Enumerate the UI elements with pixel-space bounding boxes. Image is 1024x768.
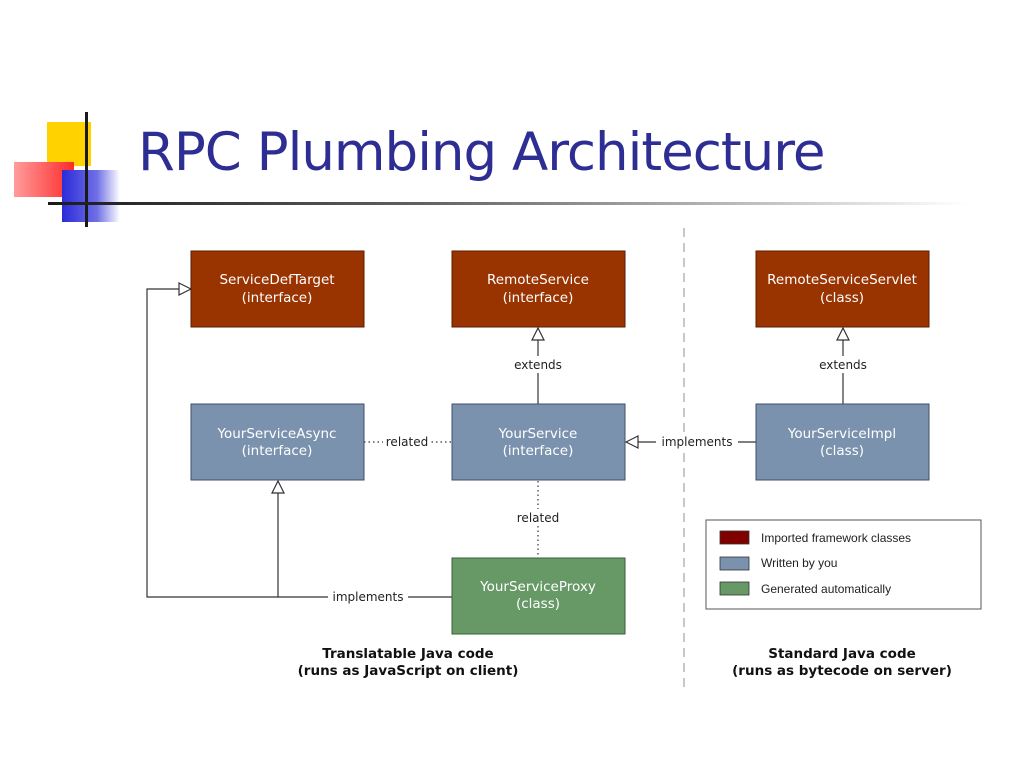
node-name: YourServiceProxy <box>479 579 596 595</box>
node-yourserviceasync: YourServiceAsync (interface) <box>190 403 365 481</box>
client-caption-line2: (runs as JavaScript on client) <box>298 663 519 679</box>
title-deco-vertical-line <box>85 112 88 227</box>
title-underline <box>48 202 968 205</box>
edge-label-implements-async: implements <box>333 590 404 604</box>
slide-title: RPC Plumbing Architecture <box>138 122 825 183</box>
node-name: RemoteServiceServlet <box>767 272 917 288</box>
server-caption-line2: (runs as bytecode on server) <box>732 663 952 679</box>
client-caption-line1: Translatable Java code <box>322 646 493 662</box>
node-servicedeftarget: ServiceDefTarget (interface) <box>190 250 365 328</box>
node-kind: (class) <box>516 596 560 612</box>
node-name: ServiceDefTarget <box>219 272 334 288</box>
node-name: YourServiceImpl <box>787 426 896 442</box>
node-kind: (interface) <box>503 290 574 306</box>
edge-label-extends-left: extends <box>514 358 562 372</box>
legend-swatch <box>719 581 750 596</box>
node-kind: (interface) <box>503 443 574 459</box>
legend-label: Generated automatically <box>761 582 891 596</box>
legend: Imported framework classes Written by yo… <box>705 519 982 610</box>
node-remoteservice: RemoteService (interface) <box>451 250 626 328</box>
node-yourserviceimpl: YourServiceImpl (class) <box>755 403 930 481</box>
node-name: YourServiceAsync <box>217 426 337 442</box>
edge-label-related-horizontal: related <box>386 435 428 449</box>
node-yourserviceproxy: YourServiceProxy (class) <box>451 557 626 635</box>
legend-swatch <box>719 556 750 571</box>
legend-item-generated: Generated automatically <box>719 581 891 596</box>
edge-label-extends-right: extends <box>819 358 867 372</box>
title-deco-blue-square <box>62 170 120 222</box>
node-name: YourService <box>498 426 578 442</box>
node-kind: (class) <box>820 443 864 459</box>
legend-swatch <box>719 530 750 545</box>
edge-proxy-implements-servicedeftarget <box>146 289 278 598</box>
legend-label: Imported framework classes <box>761 531 911 545</box>
legend-item-framework: Imported framework classes <box>719 530 911 545</box>
edge-label-related-vertical: related <box>517 511 559 525</box>
node-kind: (class) <box>820 290 864 306</box>
node-kind: (interface) <box>242 443 313 459</box>
edge-proxy-implements-async <box>278 481 452 598</box>
title-deco-yellow-square <box>47 122 91 166</box>
node-kind: (interface) <box>242 290 313 306</box>
node-name: RemoteService <box>487 272 589 288</box>
server-caption-line1: Standard Java code <box>768 646 916 662</box>
edge-label-implements-service: implements <box>662 435 733 449</box>
node-remoteserviceservlet: RemoteServiceServlet (class) <box>755 250 930 328</box>
legend-label: Written by you <box>761 556 837 570</box>
node-yourservice: YourService (interface) <box>451 403 626 481</box>
legend-item-written: Written by you <box>719 556 837 571</box>
